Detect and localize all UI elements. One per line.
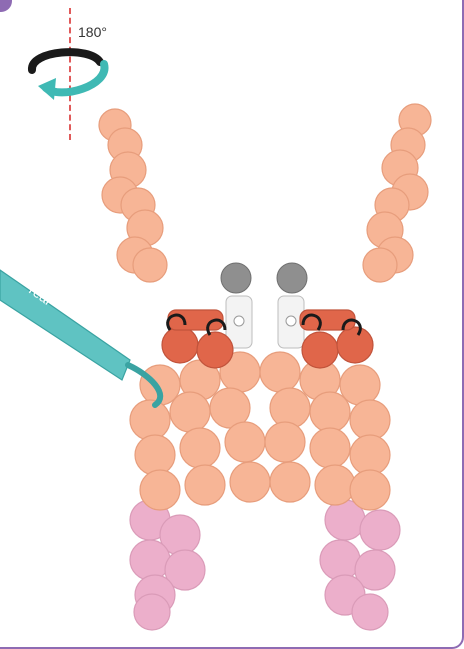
right-pink-leg bbox=[320, 500, 400, 630]
left-pink-leg bbox=[130, 500, 205, 630]
body-grid bbox=[130, 352, 390, 510]
tool-icon: real bbox=[0, 270, 160, 405]
left-antenna bbox=[99, 109, 167, 282]
grey-caps bbox=[221, 263, 307, 348]
right-antenna bbox=[363, 104, 431, 282]
rotate-180-icon bbox=[32, 52, 105, 100]
